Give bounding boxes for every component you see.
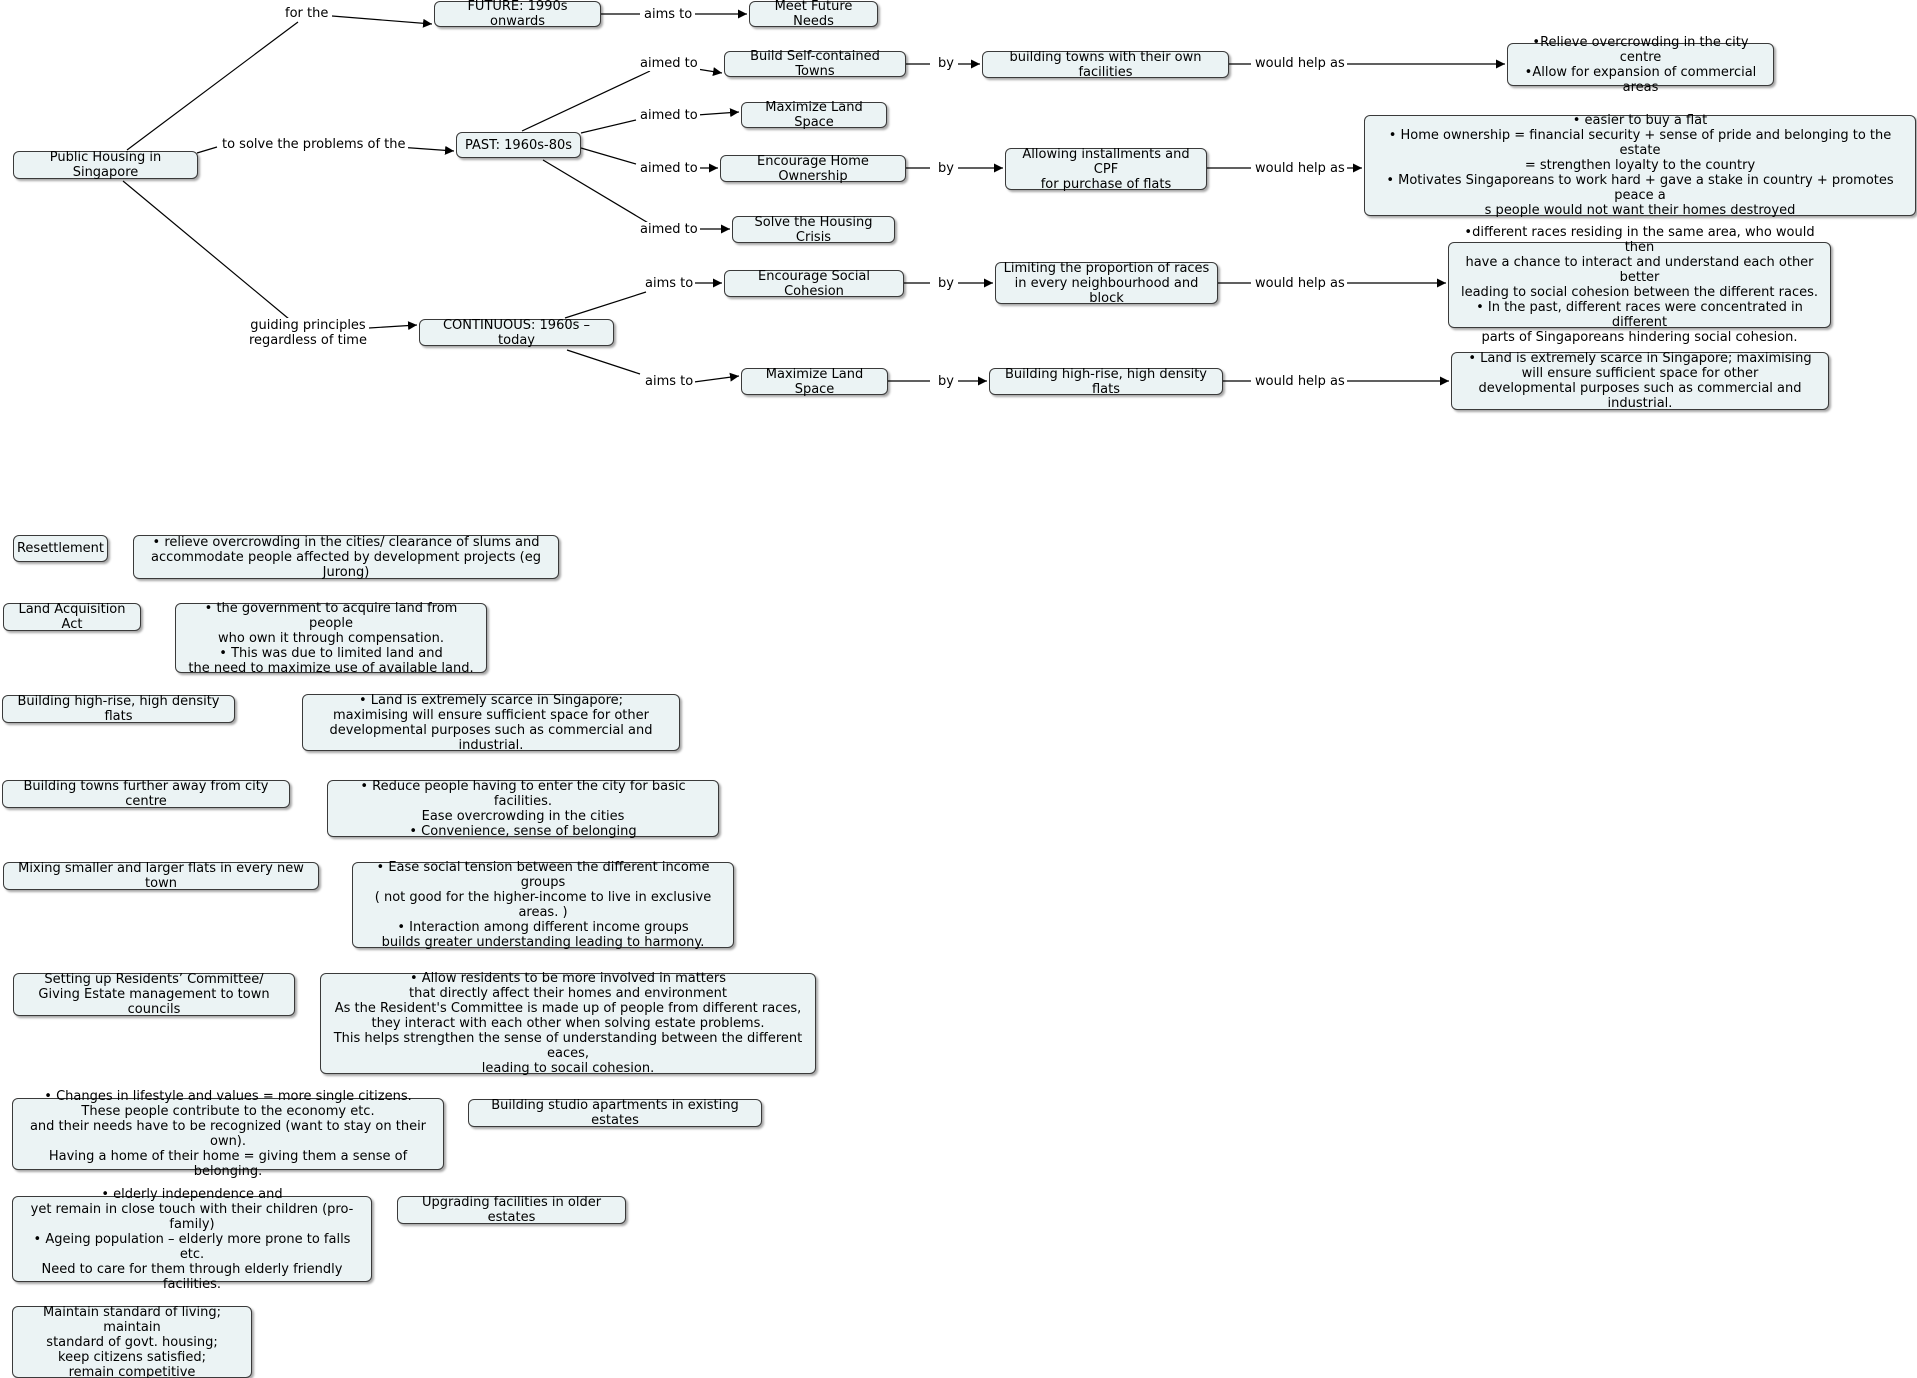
label-guiding-principles: guiding principles regardless of time	[247, 318, 369, 348]
label-for-the: for the	[283, 6, 331, 21]
node-resettlement-desc[interactable]: • relieve overcrowding in the cities/ cl…	[133, 535, 559, 580]
node-towns-away-desc[interactable]: • Reduce people having to enter the city…	[327, 779, 719, 839]
connector	[331, 15, 433, 28]
node-maintain-standard[interactable]: Maintain standard of living; maintain st…	[12, 1305, 252, 1378]
label-by: by	[936, 56, 956, 71]
label-aims-to: aims to	[643, 276, 696, 291]
node-highrise-flats-desc[interactable]: • Land is extremely scarce in Singapore;…	[302, 693, 680, 753]
node-result-land-scarce[interactable]: • Land is extremely scarce in Singapore;…	[1451, 351, 1829, 411]
label-aimed-to: aimed to	[638, 108, 700, 123]
node-studio-apartments[interactable]: Building studio apartments in existing e…	[468, 1098, 762, 1128]
label-would-help-as: would help as	[1253, 374, 1347, 389]
node-limiting-races[interactable]: Limiting the proportion of races in ever…	[995, 261, 1218, 306]
node-encourage-social-cohesion[interactable]: Encourage Social Cohesion	[724, 269, 904, 299]
node-land-acquisition-act[interactable]: Land Acquisition Act	[3, 602, 141, 632]
connector	[196, 146, 218, 154]
connector	[542, 159, 651, 225]
label-aimed-to: aimed to	[638, 161, 700, 176]
node-mixing-flats-desc[interactable]: • Ease social tension between the differ…	[352, 860, 734, 950]
connector	[696, 108, 740, 118]
node-resettlement[interactable]: Resettlement	[13, 535, 108, 562]
label-by: by	[936, 161, 956, 176]
node-result-social-cohesion[interactable]: •different races residing in the same ar…	[1448, 225, 1831, 345]
node-highrise-flats[interactable]: Building high-rise, high density flats	[989, 367, 1223, 397]
node-result-relieve-overcrowding[interactable]: •Relieve overcrowding in the city centre…	[1507, 35, 1774, 95]
connector	[564, 291, 647, 319]
label-to-solve: to solve the problems of the	[220, 137, 408, 152]
node-past[interactable]: PAST: 1960s-80s	[456, 132, 581, 158]
node-residents-committee-desc[interactable]: • Allow residents to be more involved in…	[320, 971, 816, 1076]
node-result-home-ownership[interactable]: • easier to buy a flat • Home ownership …	[1364, 113, 1916, 218]
connector	[521, 70, 651, 132]
node-solve-housing-crisis[interactable]: Solve the Housing Crisis	[732, 215, 895, 245]
node-towns-own-facilities[interactable]: building towns with their own facilities	[982, 50, 1229, 80]
connector	[696, 67, 723, 77]
label-would-help-as: would help as	[1253, 276, 1347, 291]
connector	[368, 321, 418, 331]
label-would-help-as: would help as	[1253, 56, 1347, 71]
node-land-acquisition-desc[interactable]: • the government to acquire land from pe…	[175, 601, 487, 676]
node-meet-future-needs[interactable]: Meet Future Needs	[749, 0, 878, 29]
node-mixing-flats[interactable]: Mixing smaller and larger flats in every…	[3, 861, 319, 891]
node-build-self-contained-towns[interactable]: Build Self-contained Towns	[724, 49, 906, 79]
node-highrise-flats-list[interactable]: Building high-rise, high density flats	[2, 694, 235, 724]
label-aims-to: aims to	[643, 374, 696, 389]
node-encourage-home-ownership[interactable]: Encourage Home Ownership	[720, 154, 906, 184]
node-future[interactable]: FUTURE: 1990s onwards	[434, 0, 601, 29]
connector	[122, 180, 290, 320]
label-by: by	[936, 374, 956, 389]
node-towns-away-city[interactable]: Building towns further away from city ce…	[2, 779, 290, 809]
node-continuous[interactable]: CONTINUOUS: 1960s – today	[419, 318, 614, 348]
label-would-help-as: would help as	[1253, 161, 1347, 176]
node-lifestyle-desc[interactable]: • Changes in lifestyle and values = more…	[12, 1089, 444, 1179]
connector	[566, 349, 641, 375]
node-upgrading-facilities[interactable]: Upgrading facilities in older estates	[397, 1195, 626, 1225]
label-aimed-to: aimed to	[638, 222, 700, 237]
node-public-housing-singapore[interactable]: Public Housing in Singapore	[13, 150, 198, 180]
node-installments-cpf[interactable]: Allowing installments and CPF for purcha…	[1005, 147, 1207, 192]
connector	[580, 119, 637, 134]
node-maximize-land-space-past[interactable]: Maximize Land Space	[741, 100, 887, 130]
label-aims-to-future: aims to	[642, 7, 695, 22]
node-maximize-land-space-continuous[interactable]: Maximize Land Space	[741, 367, 888, 397]
node-residents-committee[interactable]: Setting up Residents’ Committee/ Giving …	[13, 972, 295, 1017]
label-aimed-to: aimed to	[638, 56, 700, 71]
connector	[126, 21, 299, 151]
label-by: by	[936, 276, 956, 291]
node-elderly-desc[interactable]: • elderly independence and yet remain in…	[12, 1187, 372, 1292]
connector	[693, 372, 740, 383]
connector	[580, 147, 637, 165]
